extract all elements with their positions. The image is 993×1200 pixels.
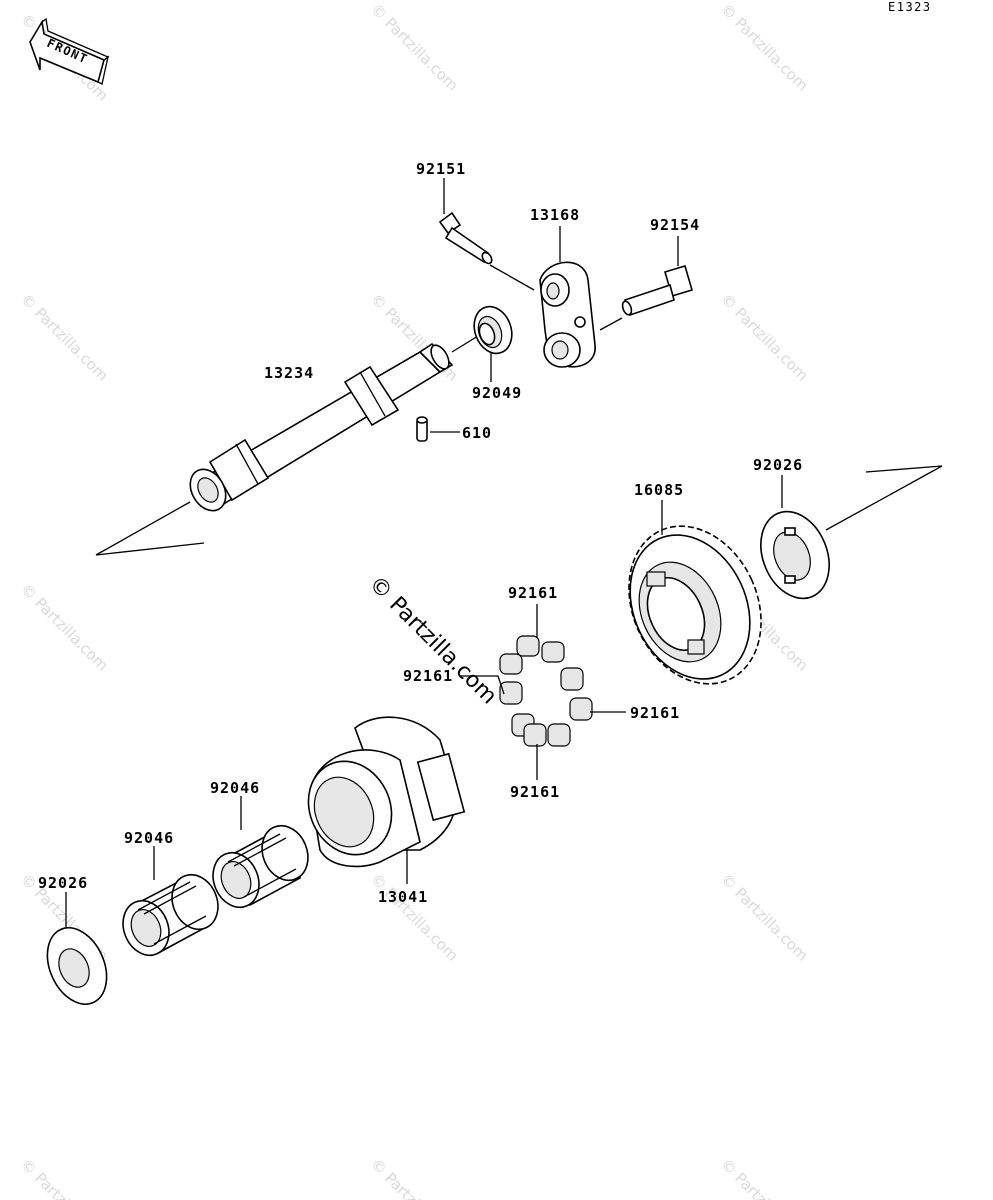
watermark: © Partzilla.com: [717, 290, 812, 385]
watermark: © Partzilla.com: [367, 1155, 462, 1200]
bolt-92154: [621, 265, 693, 317]
part-labels: 92151 13168 92154 92049 13234 610 92026 …: [38, 160, 803, 906]
watermark: © Partzilla.com: [717, 1155, 812, 1200]
part-label-92046-right: 92046: [210, 779, 260, 797]
hub-13041: [307, 716, 466, 868]
watermark: © Partzilla.com: [17, 290, 112, 385]
watermark: © Partzilla.com: [17, 580, 112, 675]
part-label-13168: 13168: [530, 206, 580, 224]
part-label-92046-left: 92046: [124, 829, 174, 847]
watermark: © Partzilla.com: [717, 870, 812, 965]
seal-92049: [473, 305, 513, 355]
part-label-92049: 92049: [472, 384, 522, 402]
rollers-92161: [499, 635, 593, 747]
part-label-92151: 92151: [416, 160, 466, 178]
bearing-92046-right: [212, 824, 309, 909]
bearing-92046-left: [122, 873, 219, 957]
part-label-92154: 92154: [650, 216, 700, 234]
part-label-92161-left: 92161: [403, 667, 453, 685]
bolt-92151: [438, 211, 493, 265]
diagram-code: E1323: [888, 0, 932, 14]
pin-610: [416, 416, 428, 442]
part-label-92026-upper: 92026: [753, 456, 803, 474]
part-label-92161-top: 92161: [508, 584, 558, 602]
shaft-13234: [189, 342, 454, 512]
watermark-large: © Partzilla.com: [364, 572, 502, 710]
watermark: © Partzilla.com: [367, 870, 462, 965]
washer-92026-upper: [760, 510, 830, 600]
part-label-92161-right: 92161: [630, 704, 680, 722]
watermark: © Partzilla.com: [717, 0, 812, 95]
gear-16085: [628, 525, 762, 685]
part-label-13041: 13041: [378, 888, 428, 906]
watermark: © Partzilla.com: [367, 0, 462, 95]
part-label-92026-lower: 92026: [38, 874, 88, 892]
part-label-92161-bottom: 92161: [510, 783, 560, 801]
washer-92026-lower: [46, 927, 108, 1005]
part-label-13234: 13234: [264, 364, 314, 382]
part-label-610: 610: [462, 424, 492, 442]
lever-13168: [539, 261, 596, 368]
watermark: © Partzilla.com: [17, 1155, 112, 1200]
part-label-16085: 16085: [634, 481, 684, 499]
